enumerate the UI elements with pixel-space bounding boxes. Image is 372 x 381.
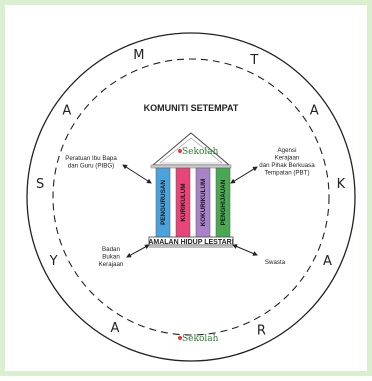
stakeholder-line: dan Guru (PIBG): [68, 163, 114, 170]
arrow-top-left: [123, 165, 151, 183]
foundation-label: AMALAN HIDUP LESTARI: [148, 239, 233, 246]
stakeholder-line: Agensi: [278, 147, 297, 154]
arrow-top-right: [231, 167, 257, 183]
ring-letter: Y: [49, 254, 59, 269]
stakeholder-line: Kerajaan: [99, 261, 124, 268]
ring-letter: T: [249, 53, 259, 68]
bottom-school-logo: Sekolah: [178, 334, 219, 344]
pillar-label: KOKURIKULUM: [200, 179, 207, 227]
outer-circle: [27, 33, 355, 361]
stakeholder-line: Peratuan Ibu Bapa: [65, 155, 117, 162]
pillar-label: KURIKULUM: [180, 183, 187, 221]
building-entablature: [151, 165, 231, 168]
pillars: PENGURUSAN KURIKULUM KOKURIKULUM PENGHIJAUA…: [156, 168, 230, 237]
stakeholder-line: Badan: [102, 246, 120, 253]
school-logo: Sekolah: [178, 147, 219, 157]
community-title: KOMUNITI SETEMPAT: [144, 103, 239, 113]
stakeholder-line: Kerajaan: [275, 155, 300, 162]
pillar-label: PENGURUSAN: [160, 180, 167, 225]
ring-letter: A: [62, 103, 72, 118]
stakeholder-swasta: Swasta: [265, 259, 286, 266]
ring-letter: M: [133, 48, 145, 63]
school-logo-text: Sekolah: [182, 147, 219, 157]
ring-letter: A: [323, 254, 333, 269]
ring-letter: A: [310, 103, 320, 118]
pillar-label: PENGHIJAUAN: [220, 179, 227, 225]
stakeholder-line: dan Pihak Berkuasa: [259, 162, 315, 169]
arrow-bottom-left: [127, 245, 149, 257]
stakeholder-line: Tempatan (PBT): [264, 170, 309, 177]
ring-letter: R: [257, 323, 267, 338]
bottom-logo-text: Sekolah: [182, 334, 219, 344]
ring-letter: A: [111, 321, 121, 336]
stakeholder-line: Swasta: [265, 259, 286, 266]
diagram-canvas: M A S Y A R A K A T KOMUNITI SETEMPAT Sekolah PEN…: [5, 5, 372, 381]
ring-letter: K: [337, 177, 347, 192]
ring-letters: M A S Y A R A K A T: [36, 48, 346, 338]
inner-dashed-circle: [53, 59, 329, 335]
ring-letter: S: [36, 177, 45, 192]
arrow-bottom-right: [233, 245, 257, 255]
stakeholder-line: Bukan: [102, 254, 120, 261]
